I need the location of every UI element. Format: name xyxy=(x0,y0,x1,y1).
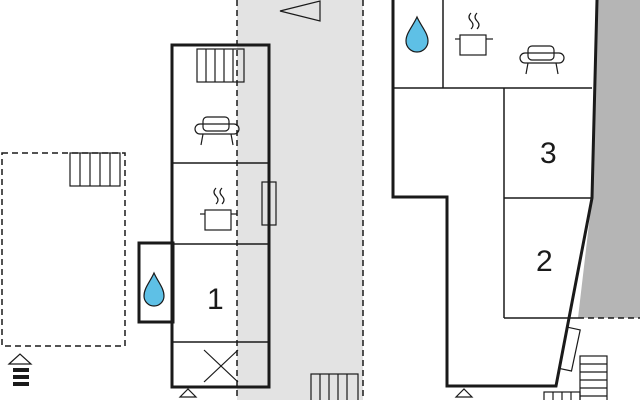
stairs-icon xyxy=(69,152,121,187)
ground-floor: 1 xyxy=(137,43,277,398)
bathroom-drop-icon xyxy=(143,271,165,307)
outdoor-area-right xyxy=(578,0,640,318)
room-number-3: 3 xyxy=(540,137,557,170)
stairs-icon xyxy=(579,355,608,400)
void-cross-icon xyxy=(203,349,239,383)
stairs-icon xyxy=(196,48,245,83)
terrace-left xyxy=(1,152,126,347)
sofa-icon xyxy=(519,45,565,75)
bathroom-annex-wall xyxy=(137,241,175,324)
window-element xyxy=(261,181,277,226)
room-number-1: 1 xyxy=(207,283,224,316)
north-arrow-icon xyxy=(279,0,321,22)
stairs-icon xyxy=(543,391,581,400)
outdoor-area-center xyxy=(237,0,363,400)
cooker-icon xyxy=(455,12,493,56)
sofa-icon xyxy=(194,116,240,146)
upper-floor: 3 2 xyxy=(391,0,599,398)
upper-floor-outline xyxy=(391,0,599,388)
entrance-icon xyxy=(178,388,198,398)
entrance-icon xyxy=(454,388,474,398)
window-element xyxy=(558,326,581,372)
cooker-icon xyxy=(200,187,237,231)
entrance-icon xyxy=(7,353,33,386)
ground-floor-outline xyxy=(170,43,271,389)
stairs-icon xyxy=(310,373,359,400)
room-number-2: 2 xyxy=(536,245,553,278)
bathroom-drop-icon xyxy=(405,15,429,53)
